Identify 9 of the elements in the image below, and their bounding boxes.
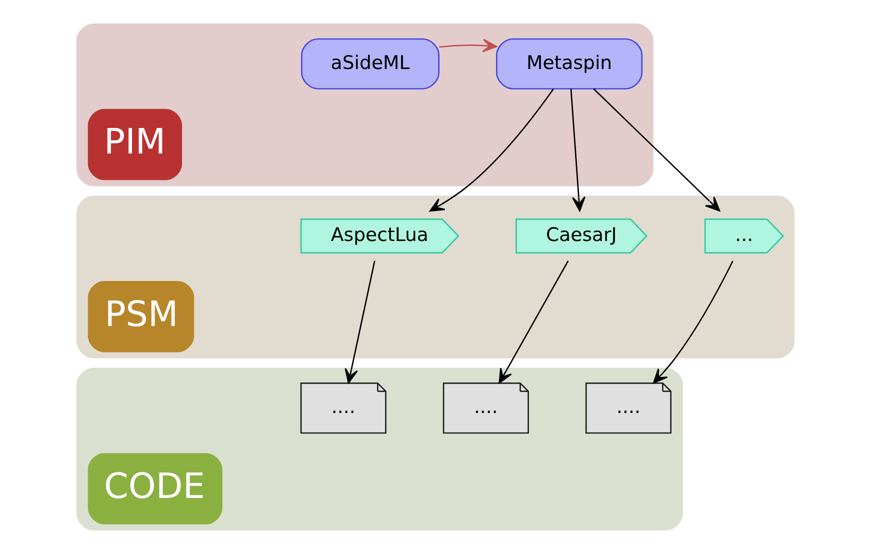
arrow bbox=[593, 88, 720, 212]
arrow bbox=[429, 88, 554, 212]
arrow bbox=[439, 38, 498, 52]
node-box: aSideML bbox=[301, 38, 440, 90]
arrow bbox=[570, 88, 586, 212]
arrow bbox=[653, 260, 734, 384]
arrow bbox=[344, 260, 376, 384]
node-box: Metaspin bbox=[496, 38, 643, 90]
arrow bbox=[498, 260, 569, 384]
